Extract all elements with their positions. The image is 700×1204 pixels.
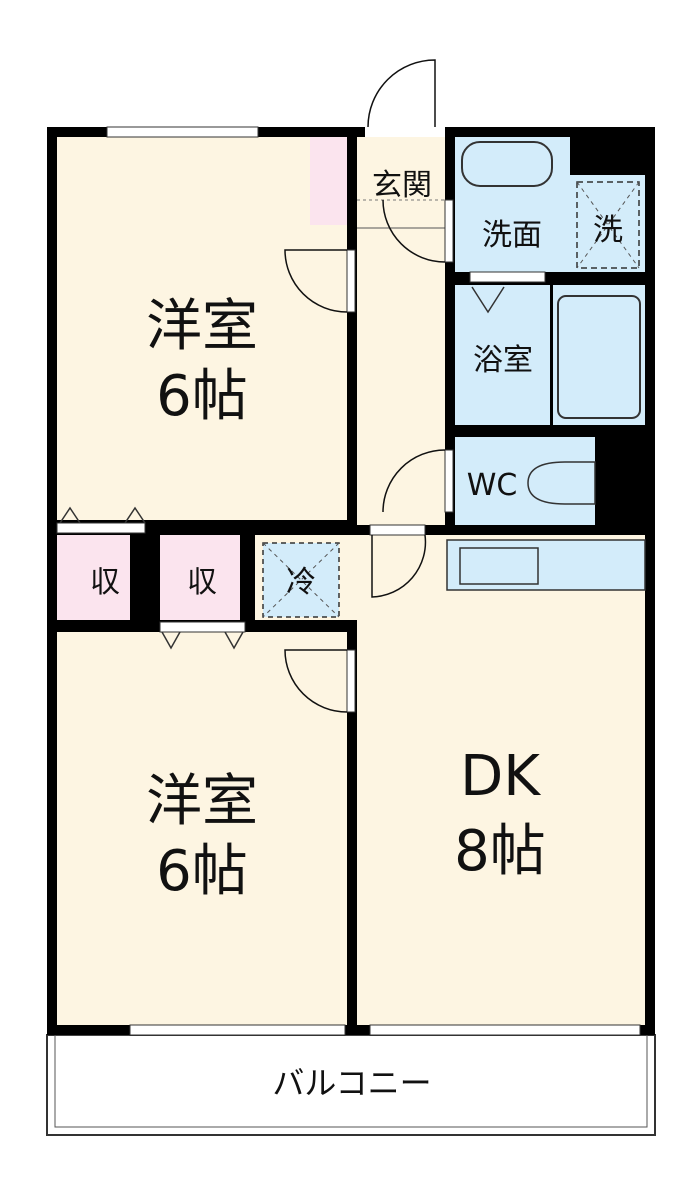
shoe-closet xyxy=(310,137,347,225)
room-2-door[interactable] xyxy=(284,649,348,713)
washroom-label: 洗面 xyxy=(482,218,542,253)
bathroom-label: 浴室 xyxy=(473,343,533,378)
western-room-2-floor xyxy=(57,632,347,1025)
closet-1-door-mark xyxy=(59,506,146,524)
closet-1-floor xyxy=(57,535,130,620)
western-room-1-floor xyxy=(57,137,347,520)
entrance-door[interactable] xyxy=(367,59,436,128)
fridge-cross xyxy=(262,542,340,618)
toilet-door[interactable] xyxy=(382,449,446,513)
toilet-fixture xyxy=(527,461,596,505)
room-2-size: 6帖 xyxy=(156,839,248,904)
window-top xyxy=(106,126,259,138)
room-2-door-frame[interactable] xyxy=(346,649,356,713)
room-1-name: 洋室 xyxy=(146,294,258,359)
dk-door[interactable] xyxy=(371,534,427,598)
toilet-label: WC xyxy=(467,468,518,503)
balcony-label: バルコニー xyxy=(272,1064,431,1102)
kitchen-sink xyxy=(459,547,539,585)
dk-name: DK xyxy=(460,744,541,809)
closet-1-label: 収 xyxy=(90,565,120,600)
fridge-cross xyxy=(262,542,340,618)
closet-2-label: 収 xyxy=(187,565,217,600)
washroom-floor-2 xyxy=(455,175,645,272)
washer-label: 洗 xyxy=(593,213,623,248)
room-1-door[interactable] xyxy=(284,249,348,313)
wash-basin xyxy=(461,141,553,187)
entrance-label: 玄関 xyxy=(372,168,432,203)
closet-2-floor xyxy=(160,535,240,620)
dk-size: 8帖 xyxy=(454,819,546,884)
washer-cross xyxy=(576,181,640,269)
dk-opening xyxy=(347,535,357,620)
window-dk xyxy=(369,1024,641,1036)
fridge-label: 冷 xyxy=(286,565,316,600)
room-1-door-frame[interactable] xyxy=(346,249,356,313)
bathroom-floor xyxy=(455,285,550,425)
washer-cross xyxy=(576,181,640,269)
bathroom-door[interactable] xyxy=(469,271,546,283)
room-2-name: 洋室 xyxy=(146,769,258,834)
washroom-door-frame[interactable] xyxy=(444,199,454,263)
washroom-door[interactable] xyxy=(382,199,446,263)
toilet-door-frame[interactable] xyxy=(444,449,454,513)
closet-1-door[interactable] xyxy=(56,522,146,534)
balcony-area xyxy=(46,1034,656,1136)
dk-floor xyxy=(357,535,645,1025)
bathtub xyxy=(557,295,641,419)
window-room-2 xyxy=(129,1024,346,1036)
closet-2-door-mark xyxy=(161,631,244,650)
room-1-size: 6帖 xyxy=(156,364,248,429)
bathroom-door-mark xyxy=(471,286,505,314)
bathtub-area xyxy=(553,285,645,425)
washer-space xyxy=(576,181,640,269)
entrance-door-opening[interactable] xyxy=(365,127,445,137)
dk-door-frame[interactable] xyxy=(369,524,426,536)
hallway-floor xyxy=(357,137,445,525)
closet-2-door[interactable] xyxy=(159,621,246,633)
